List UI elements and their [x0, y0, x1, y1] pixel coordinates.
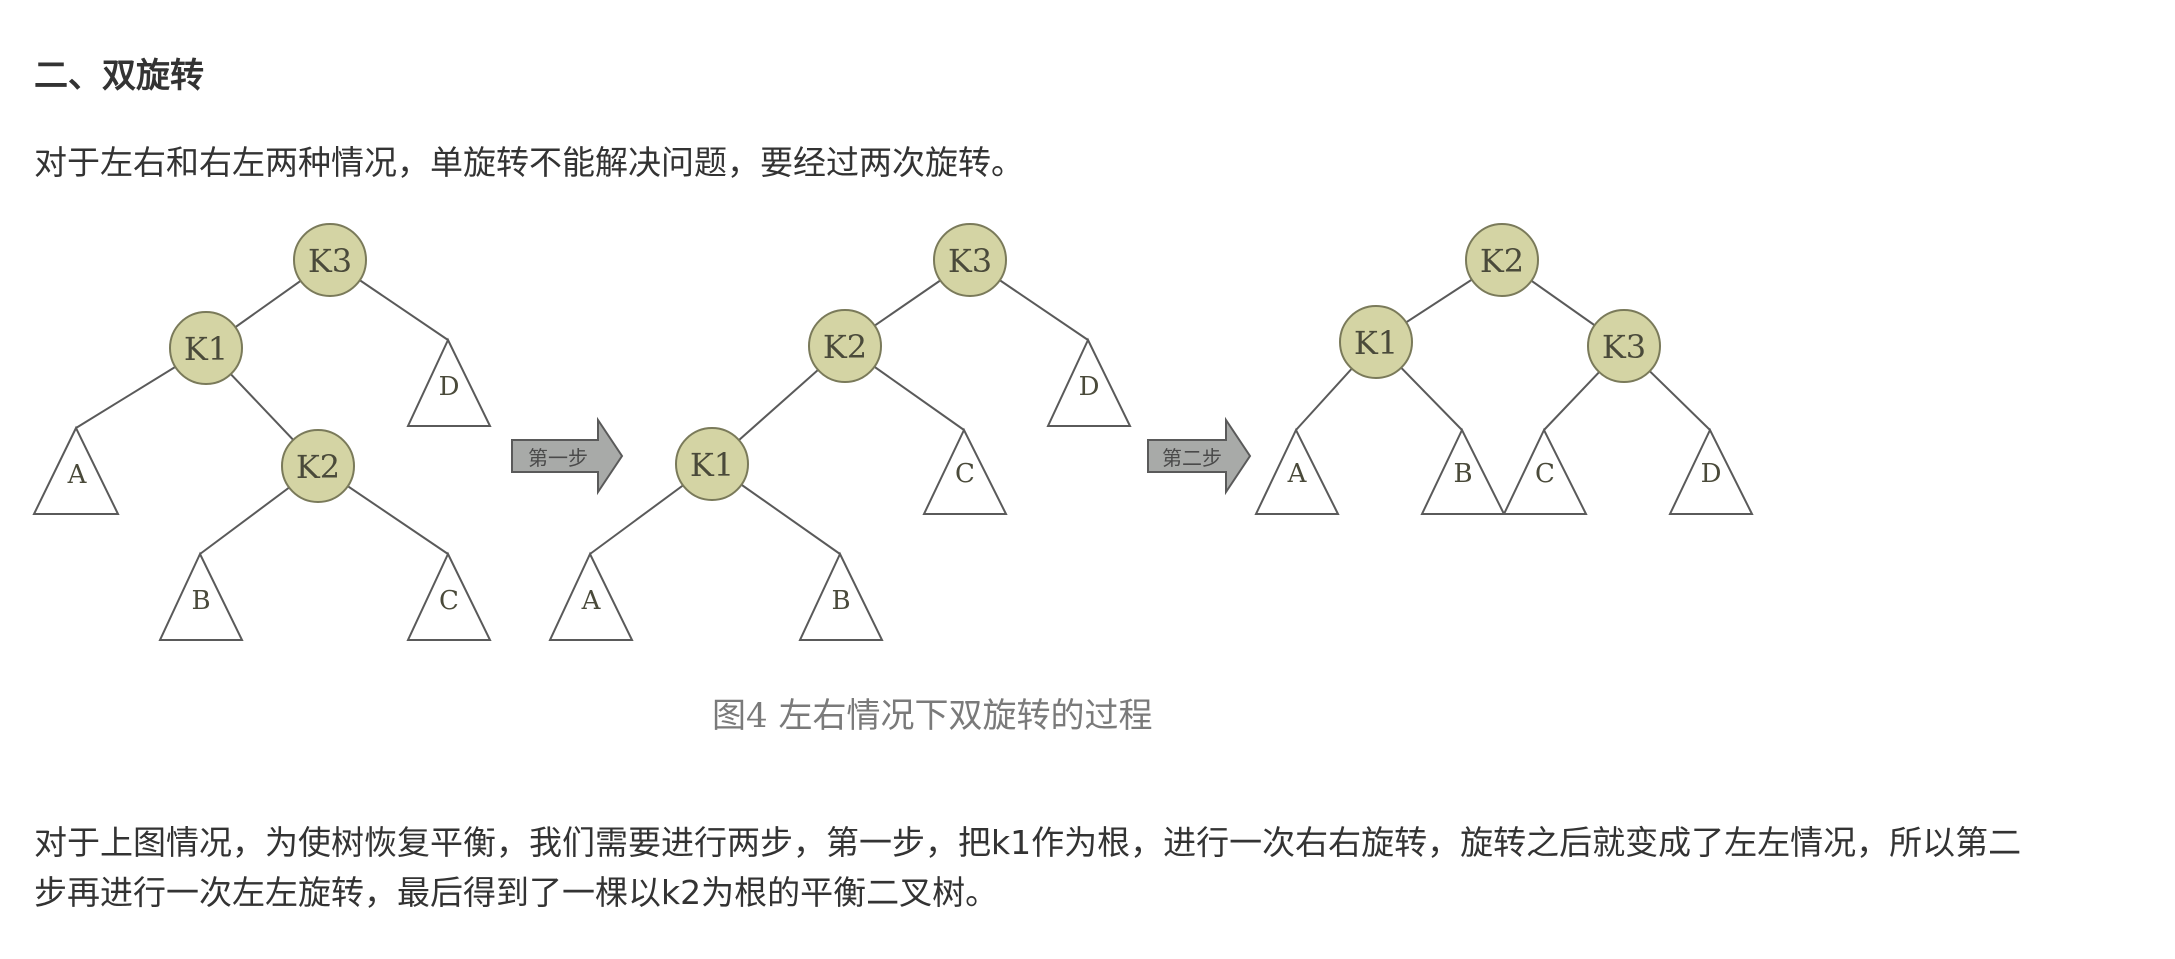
edge-k3-d — [1623, 345, 1711, 431]
subtree-b — [1420, 427, 1506, 515]
node-k1 — [675, 427, 749, 501]
tree-1-labels: K3 K1 K2 D A B C — [67, 242, 460, 616]
explanation-line-1: 对于上图情况，为使树恢复平衡，我们需要进行两步，第一步，把k1作为根，进行一次右… — [34, 823, 2022, 862]
intro-paragraph: 对于左右和右左两种情况，单旋转不能解决问题，要经过两次旋转。 — [34, 143, 1024, 182]
label-d: D — [1079, 372, 1100, 402]
label-k2: K2 — [296, 448, 340, 486]
label-k1: K1 — [1354, 324, 1398, 362]
tree-1 — [75, 259, 449, 555]
label-c: C — [439, 586, 459, 616]
node-k2 — [808, 309, 882, 383]
label-a: A — [581, 586, 602, 616]
edge-k1-a — [589, 463, 713, 555]
tree-2 — [589, 259, 1089, 555]
figure-caption: 图4 左右情况下双旋转的过程 — [712, 696, 1153, 736]
edge-k1-b — [711, 463, 841, 555]
arrow-1-label: 第一步 — [528, 446, 588, 470]
label-d: D — [1701, 459, 1722, 489]
edge-k2-b — [199, 465, 319, 555]
arrow-step-1: 第一步 — [511, 416, 624, 496]
label-k2: K2 — [823, 328, 867, 366]
label-k1: K1 — [184, 330, 228, 368]
subtree-c — [922, 427, 1008, 515]
edge-k2-k1 — [711, 345, 846, 465]
label-c: C — [1535, 459, 1555, 489]
tree-3-nodes — [1339, 223, 1661, 383]
label-a: A — [1287, 459, 1308, 489]
label-k3: K3 — [948, 242, 992, 280]
tree-2-nodes — [675, 223, 1007, 501]
subtree-a — [32, 425, 120, 515]
label-c: C — [955, 459, 975, 489]
explanation-line-2: 步再进行一次左左旋转，最后得到了一棵以k2为根的平衡二叉树。 — [34, 873, 999, 912]
subtree-a — [548, 551, 634, 641]
label-k2: K2 — [1480, 242, 1524, 280]
subtree-b — [158, 551, 244, 641]
tree-2-labels: K3 K2 K1 D C A B — [581, 242, 1100, 616]
edge-k2-c — [844, 345, 965, 431]
edge-k1-k2 — [205, 347, 319, 467]
node-k3 — [933, 223, 1007, 297]
edge-k3-k1 — [205, 259, 331, 349]
section-heading: 二、双旋转 — [34, 56, 204, 96]
label-k3: K3 — [1602, 328, 1646, 366]
label-b: B — [831, 586, 850, 616]
edge-k3-d — [969, 259, 1089, 341]
tree-3-labels: K2 K1 K3 A B C D — [1287, 242, 1722, 489]
subtree-a — [1254, 427, 1340, 515]
edge-k2-k3 — [1501, 259, 1625, 347]
subtree-d — [1046, 337, 1132, 427]
tree-1-nodes — [169, 223, 367, 503]
edge-k3-c — [1543, 345, 1625, 431]
label-b: B — [1453, 459, 1472, 489]
tree-1-subtrees — [32, 337, 492, 641]
node-k1 — [169, 311, 243, 385]
node-k3 — [1587, 309, 1661, 383]
tree-3 — [1295, 259, 1711, 431]
edge-k1-a — [1295, 341, 1377, 431]
arrow-step-2: 第二步 — [1147, 416, 1252, 496]
edge-k1-b — [1375, 341, 1463, 431]
edge-k3-d — [329, 259, 449, 341]
subtree-c — [406, 551, 492, 641]
arrow-2-label: 第二步 — [1162, 446, 1222, 470]
label-a: A — [67, 460, 88, 490]
node-k1 — [1339, 305, 1413, 379]
edge-k1-a — [75, 347, 207, 429]
arrow-1-shape — [511, 416, 624, 496]
tree-3-subtrees — [1254, 427, 1754, 515]
subtree-d — [1668, 427, 1754, 515]
label-k3: K3 — [308, 242, 352, 280]
label-k1: K1 — [690, 446, 734, 484]
node-k2 — [281, 429, 355, 503]
edge-k2-c — [317, 465, 449, 555]
tree-2-subtrees — [548, 337, 1132, 641]
node-k3 — [293, 223, 367, 297]
arrow-2-shape — [1147, 416, 1252, 496]
label-d: D — [439, 372, 460, 402]
edge-k3-k2 — [844, 259, 971, 347]
subtree-c — [1502, 427, 1588, 515]
label-b: B — [191, 586, 210, 616]
subtree-d — [406, 337, 492, 427]
node-k2 — [1465, 223, 1539, 297]
edge-k2-k1 — [1375, 259, 1503, 343]
subtree-b — [798, 551, 884, 641]
